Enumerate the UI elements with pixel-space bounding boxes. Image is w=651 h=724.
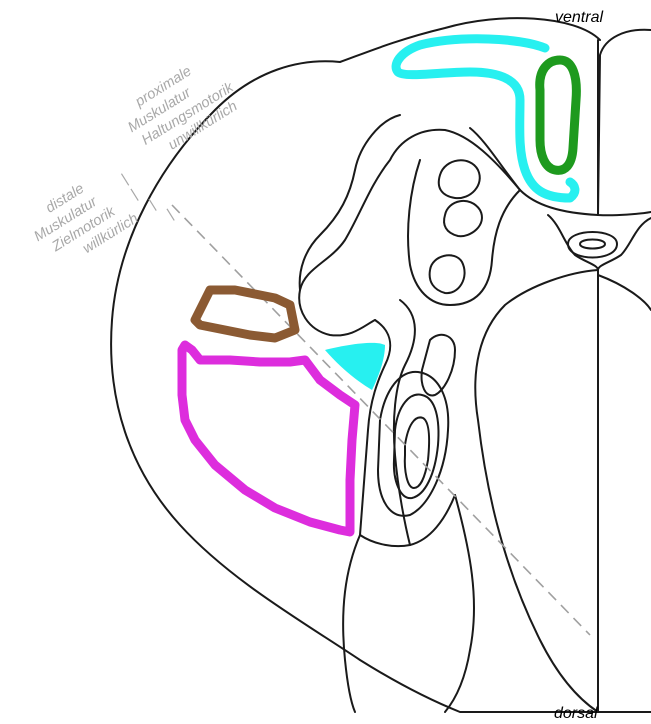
inner-loop-2 <box>394 395 439 499</box>
separator-2: | <box>128 187 140 203</box>
nucleus-lobe-3 <box>430 255 465 293</box>
inner-loop-3 <box>405 417 429 488</box>
separator-1: | <box>119 172 131 188</box>
dorsal-label: dorsal <box>554 705 598 722</box>
dorsal-bulge <box>475 270 598 712</box>
upper-left-contour <box>300 115 400 290</box>
inner-slit <box>422 335 455 396</box>
inner-upper-contour <box>299 130 520 336</box>
pyramid-contour <box>470 128 598 215</box>
nucleus-lobe-2 <box>444 201 482 236</box>
central-canal <box>580 240 605 249</box>
green-tract <box>540 60 577 170</box>
opposite-pyramid-contour <box>598 30 651 216</box>
separator-4: | <box>164 207 176 223</box>
nucleus-lobe-1 <box>439 160 480 198</box>
dorsal-lower-contour-2 <box>445 495 474 712</box>
ventral-label: ventral <box>555 9 603 26</box>
cyan-lateral-tract <box>325 343 385 390</box>
separator-3: | <box>146 197 158 213</box>
dorsal-bulge-right <box>598 275 651 310</box>
brown-tract <box>195 290 295 338</box>
magenta-tract <box>182 345 355 532</box>
dorsal-lower-contour <box>343 535 360 712</box>
